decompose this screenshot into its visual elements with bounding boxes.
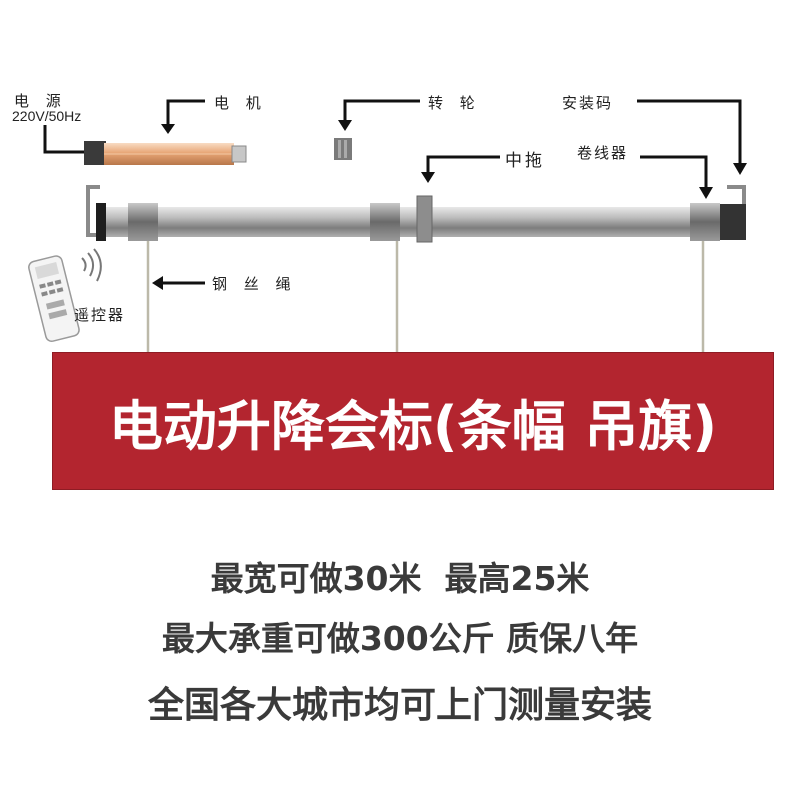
power-label: 电 源 (14, 92, 67, 110)
signal-waves-icon (81, 248, 102, 282)
pulley-icon (334, 138, 352, 160)
banner-title: 电动升降会标(条幅 吊旗) (108, 394, 718, 458)
install-code-label: 安装码 (562, 94, 614, 112)
motor-label: 电 机 (214, 94, 267, 112)
winder-label: 卷线器 (577, 144, 629, 162)
banner: 电动升降会标(条幅 吊旗) (52, 352, 774, 490)
feature-line-capacity: 最大承重可做300公斤 质保八年 (161, 619, 639, 658)
pulley-label: 转 轮 (428, 94, 481, 112)
left-bracket (86, 185, 100, 237)
roller-tube (96, 195, 746, 243)
winder-arrow (640, 155, 708, 191)
motor-icon (84, 141, 247, 165)
motor-arrow (166, 99, 205, 128)
power-cable (43, 125, 95, 154)
remote-control-icon (28, 255, 80, 343)
feature-line-service: 全国各大城市均可上门测量安装 (147, 685, 652, 726)
pulley-arrow (343, 99, 420, 124)
install-code-arrow (637, 99, 742, 168)
power-spec-label: 220V/50Hz (12, 108, 82, 124)
wire-rope-label: 钢 丝 绳 (212, 275, 297, 293)
feature-line-size: 最宽可做30米 最高25米 (210, 559, 590, 598)
middle-support-label: 中拖 (505, 151, 545, 171)
middle-support-arrow (426, 155, 500, 176)
remote-label: 遥控器 (74, 306, 126, 324)
